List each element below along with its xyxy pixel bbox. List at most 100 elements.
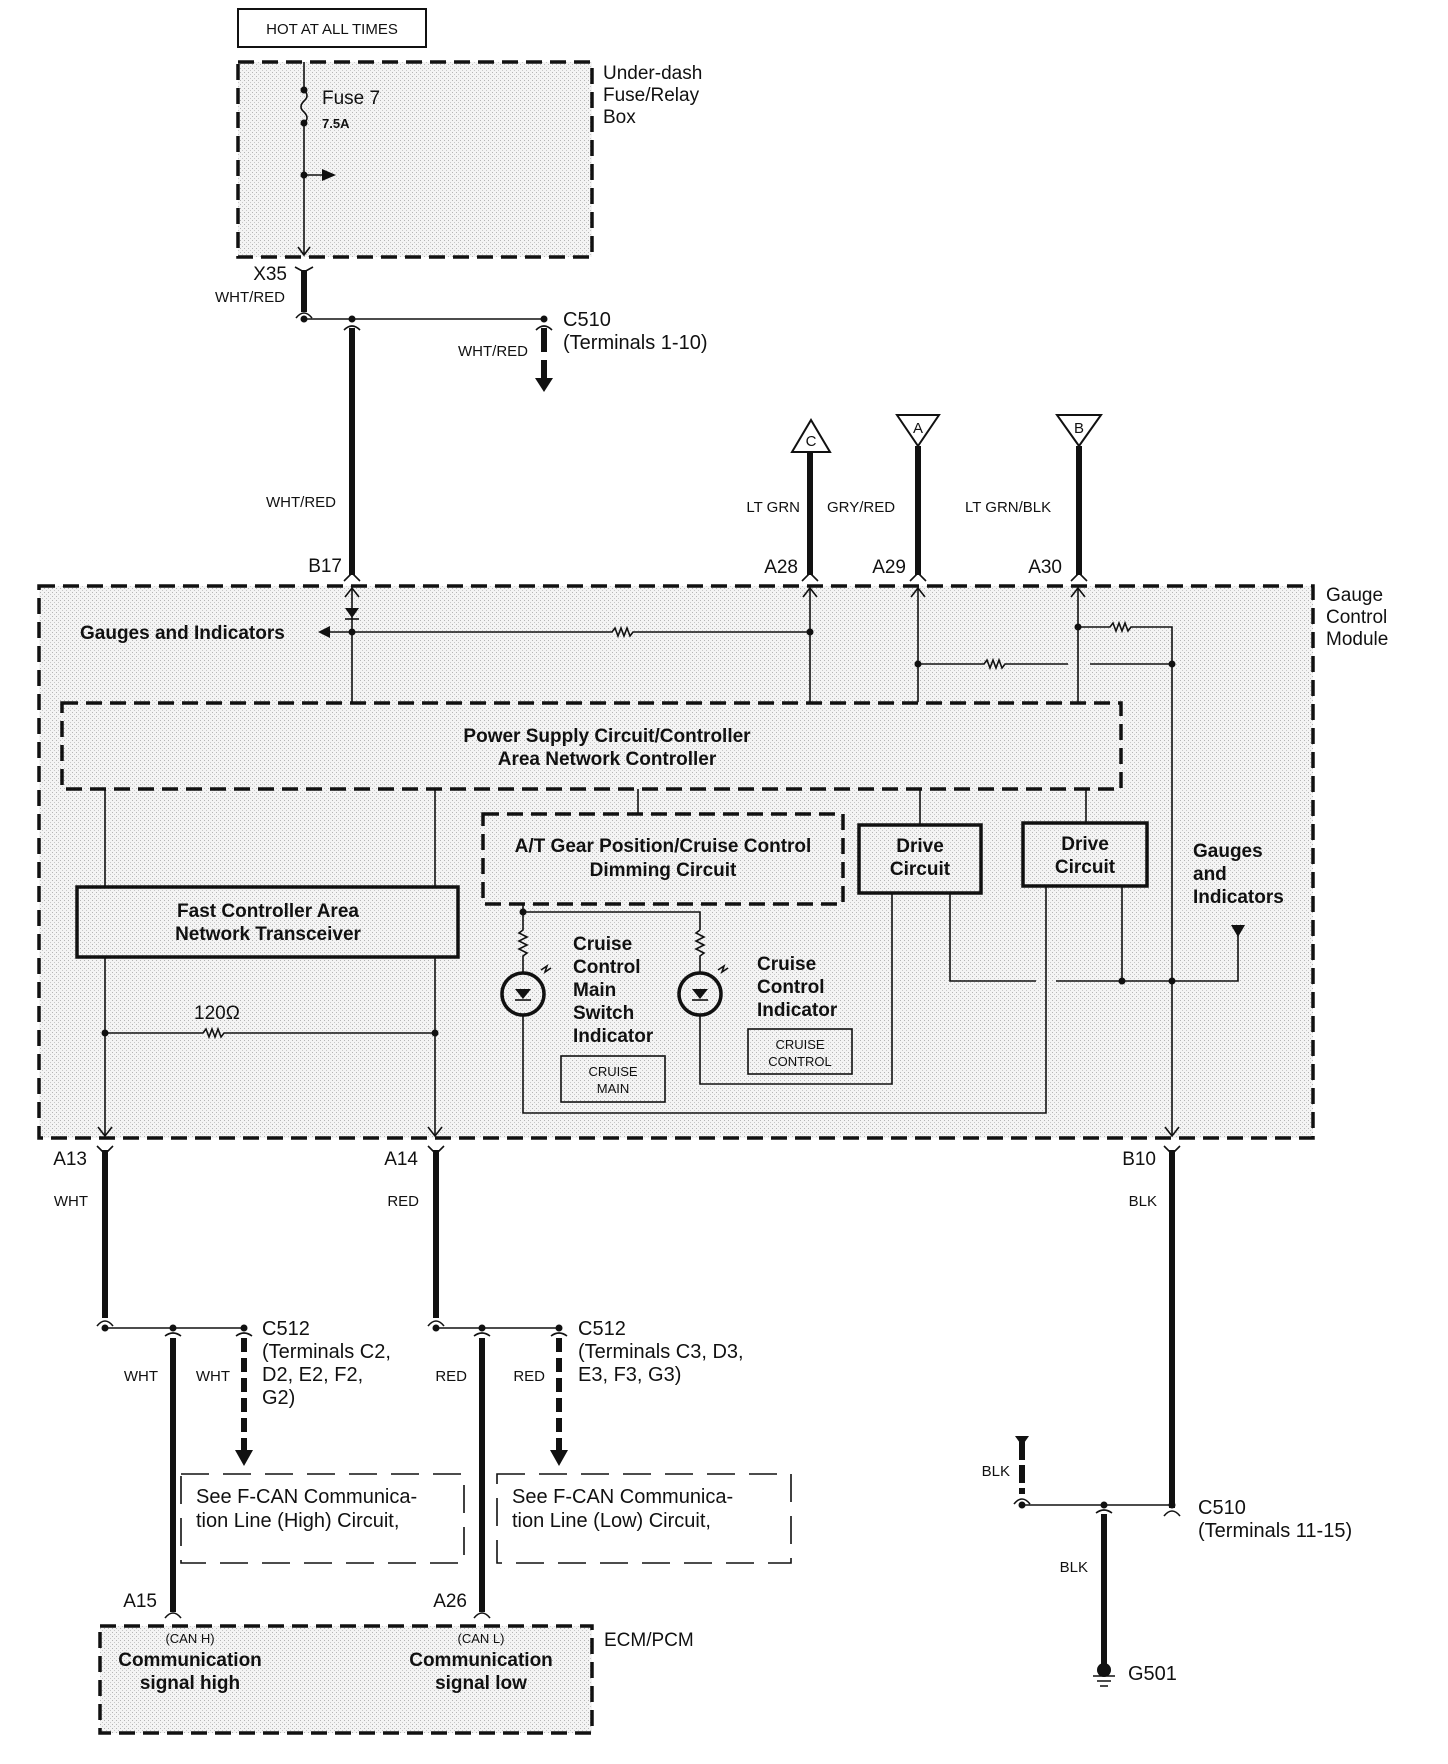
c510-branch-wire-color: WHT/RED: [458, 343, 528, 360]
main-indicator-line1: Cruise: [573, 934, 632, 955]
c512-high-left-wire-color: WHT: [124, 1368, 158, 1385]
a26-label: A26: [433, 1591, 467, 1612]
fuse-rating: 7.5A: [322, 116, 350, 131]
gauges-indicators-left: Gauges and Indicators: [80, 623, 285, 644]
a14-wire: A14 RED: [384, 1145, 445, 1327]
a28-label: A28: [764, 557, 798, 578]
hot-at-all-times-label: HOT AT ALL TIMES: [237, 8, 427, 48]
off-page-b-letter: B: [1074, 420, 1084, 437]
power-supply-line2: Area Network Controller: [498, 749, 717, 770]
main-indicator-line3: Main: [573, 980, 616, 1001]
c512-high-terminals-line3: G2): [262, 1387, 295, 1409]
fcan-high-line1: See F-CAN Communica-: [196, 1486, 417, 1508]
fcan-low-reference: See F-CAN Communica- tion Line (Low) Cir…: [496, 1473, 792, 1564]
c512-high-terminals-line2: D2, E2, F2,: [262, 1364, 363, 1386]
can-h-line2: signal high: [140, 1673, 240, 1694]
x35-wire-color: WHT/RED: [215, 289, 285, 306]
a30-wire-color: LT GRN/BLK: [965, 499, 1051, 516]
power-supply-line1: Power Supply Circuit/Controller: [463, 726, 751, 747]
under-dash-fuse-relay-box: Fuse 7 7.5A Under-dash Fuse/Relay Box: [236, 60, 702, 259]
c510-bottom-name: C510: [1198, 1497, 1246, 1519]
ground-label: G501: [1128, 1663, 1177, 1685]
cruise-control-badge-line2: CONTROL: [768, 1054, 832, 1069]
c512-high-junction: C512 (Terminals C2, D2, E2, F2, G2) WHT …: [101, 1318, 391, 1466]
cruise-main-badge-line1: CRUISE: [588, 1064, 637, 1079]
c512-low-junction: C512 (Terminals C3, D3, E3, F3, G3) RED …: [432, 1318, 744, 1466]
drive-circuit-1-line2: Circuit: [890, 859, 951, 880]
x35-connector: X35 WHT/RED: [215, 264, 314, 319]
ecm-title: ECM/PCM: [604, 1630, 694, 1651]
a15-label: A15: [123, 1591, 157, 1612]
c510-top-branch: C510 (Terminals 1-10) WHT/RED: [458, 309, 707, 392]
main-indicator-line5: Indicator: [573, 1026, 654, 1047]
c510-bottom-terminals: (Terminals 11-15): [1198, 1520, 1352, 1542]
b17-wire: WHT/RED B17: [266, 325, 361, 582]
off-page-c-letter: C: [806, 433, 817, 450]
c510-top-name: C510: [563, 309, 611, 331]
control-indicator-line3: Indicator: [757, 1000, 838, 1021]
fuse-box-title-line1: Under-dash: [603, 63, 702, 84]
off-page-ref-c: C LT GRN A28: [746, 418, 832, 582]
fcan-high-line2: tion Line (High) Circuit,: [196, 1510, 399, 1532]
b10-wire-color: BLK: [1129, 1193, 1157, 1210]
control-indicator-line1: Cruise: [757, 954, 816, 975]
c512-low-right-wire-color: RED: [513, 1368, 545, 1385]
can-h-tag: (CAN H): [165, 1631, 214, 1646]
a29-label: A29: [872, 557, 906, 578]
gcm-title-line2: Control: [1326, 607, 1387, 628]
c512-low-terminals-line1: (Terminals C3, D3,: [578, 1341, 744, 1363]
b17-label: B17: [308, 556, 342, 577]
gauges-indicators-right-line3: Indicators: [1193, 887, 1284, 908]
ecm-pcm-module: A15 A26 ECM/PCM (CAN H) Communication si…: [98, 1591, 694, 1735]
transceiver-line1: Fast Controller Area: [177, 901, 359, 922]
c510-top-terminals: (Terminals 1-10): [563, 332, 707, 354]
ground-icon: G501: [1093, 1663, 1177, 1687]
a29-wire-color: GRY/RED: [827, 499, 895, 516]
fcan-low-line2: tion Line (Low) Circuit,: [512, 1510, 711, 1532]
b10-label: B10: [1122, 1149, 1156, 1170]
drive-circuit-2-line2: Circuit: [1055, 857, 1116, 878]
can-h-line1: Communication: [118, 1650, 262, 1671]
left-arrow-icon: [318, 626, 330, 638]
gauges-indicators-right-line1: Gauges: [1193, 841, 1263, 862]
a13-wire-color: WHT: [54, 1193, 88, 1210]
a28-wire-color: LT GRN: [746, 499, 800, 516]
c512-low-left-wire-color: RED: [435, 1368, 467, 1385]
c510-stub-wire-color: BLK: [982, 1463, 1010, 1480]
can-l-tag: (CAN L): [458, 1631, 505, 1646]
at-gear-line2: Dimming Circuit: [590, 860, 737, 881]
fuse-icon: [300, 89, 308, 124]
drive-circuit-2-line1: Drive: [1061, 834, 1109, 855]
cruise-main-badge-line2: MAIN: [597, 1081, 630, 1096]
main-indicator-line4: Switch: [573, 1003, 634, 1024]
gauges-arrow-icon: [1231, 925, 1245, 937]
g501-wire-color: BLK: [1060, 1559, 1088, 1576]
fuse-box-title-line3: Box: [603, 107, 636, 128]
a13-label: A13: [53, 1149, 87, 1170]
b10-wire: B10 BLK: [1122, 1145, 1181, 1517]
down-arrow-icon: [535, 378, 553, 392]
transceiver-line2: Network Transceiver: [175, 924, 361, 945]
diode-icon: [345, 608, 359, 618]
c512-low-terminals-line2: E3, F3, G3): [578, 1364, 681, 1386]
down-arrow-icon: [235, 1450, 253, 1466]
drive-circuit-1-line1: Drive: [896, 836, 944, 857]
c512-high-terminals-line1: (Terminals C2,: [262, 1341, 391, 1363]
at-gear-line1: A/T Gear Position/Cruise Control: [515, 836, 812, 857]
fuse-name: Fuse 7: [322, 88, 380, 109]
gcm-title-line3: Module: [1326, 629, 1388, 650]
b17-wire-color: WHT/RED: [266, 494, 336, 511]
c512-high-name: C512: [262, 1318, 310, 1340]
a30-label: A30: [1028, 557, 1062, 578]
fcan-low-line1: See F-CAN Communica-: [512, 1486, 733, 1508]
hot-label-text: HOT AT ALL TIMES: [266, 21, 398, 38]
x35-label: X35: [253, 264, 287, 285]
off-page-ref-b: B LT GRN/BLK A30: [965, 414, 1103, 582]
off-page-ref-a: A GRY/RED A29: [827, 414, 941, 582]
c510-bottom-junction: BLK BLK C510 (Terminals 11-15): [982, 1436, 1352, 1664]
termination-resistor-label: 120Ω: [194, 1003, 240, 1024]
main-indicator-line2: Control: [573, 957, 641, 978]
branch-arrow-icon: [322, 169, 336, 181]
termination-resistor: [105, 1026, 435, 1040]
